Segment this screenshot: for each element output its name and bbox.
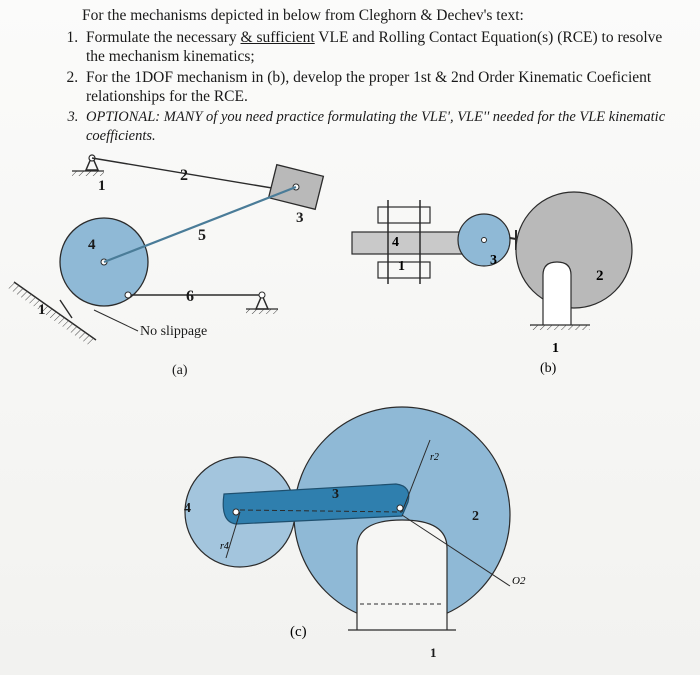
label-b-3: 3 <box>490 253 497 268</box>
ground-pivot-a2 <box>246 291 278 314</box>
label-a-ground: 1 <box>38 302 46 318</box>
coupler-link-3 <box>222 483 410 525</box>
ground-post-b <box>530 261 590 330</box>
label-a-5: 5 <box>198 227 206 244</box>
task-2: For the 1DOF mechanism in (b), develop t… <box>82 68 672 106</box>
assignment-text: For the mechanisms depicted in below fro… <box>62 6 672 148</box>
label-b-ground: 1 <box>552 341 559 356</box>
label-b-1: 1 <box>398 259 405 274</box>
figure-c: 3 4 2 1 r2 r4 O2 (c) <box>184 406 526 660</box>
label-a-2: 2 <box>180 167 188 184</box>
link-2 <box>91 157 297 193</box>
figure-a: 1 2 3 4 5 6 1 No slippage (a) <box>8 154 325 378</box>
label-a-6: 6 <box>186 288 194 305</box>
label-c-ground: 1 <box>430 645 437 660</box>
label-a-1: 1 <box>98 178 106 194</box>
no-slippage-note: No slippage <box>140 324 207 339</box>
inclined-ground <box>8 281 97 346</box>
caption-c: (c) <box>290 624 307 640</box>
disk-2 <box>515 191 633 309</box>
label-r4: r4 <box>220 541 229 552</box>
label-c-3: 3 <box>332 487 339 502</box>
label-b-4: 4 <box>392 235 399 250</box>
caption-b: (b) <box>540 361 557 376</box>
ground-pivot-a1 <box>72 154 104 176</box>
task-1-emphasis: & sufficient <box>240 29 315 46</box>
label-a-4: 4 <box>88 237 96 253</box>
link-5 <box>103 185 297 264</box>
label-b-2: 2 <box>596 268 604 284</box>
slider-guide <box>377 200 431 284</box>
task-1-after: VLE and Rolling Contact Equation(s) (RCE… <box>86 29 663 65</box>
intro-text: For the mechanisms depicted in below fro… <box>82 7 524 24</box>
label-c-2: 2 <box>472 509 479 524</box>
task-list: Formulate the necessary & sufficient VLE… <box>62 28 672 146</box>
task-1-before: Formulate the necessary <box>86 29 241 46</box>
ground-support-c <box>348 519 456 631</box>
label-o2: O2 <box>512 575 526 587</box>
task-3-optional: OPTIONAL: MANY of you need practice form… <box>82 108 672 146</box>
label-c-4: 4 <box>184 501 191 516</box>
label-r2: r2 <box>430 452 439 463</box>
task-1: Formulate the necessary & sufficient VLE… <box>82 28 672 66</box>
caption-a: (a) <box>172 363 188 378</box>
figure-b: 4 1 3 2 1 (b) <box>351 191 633 376</box>
label-a-3: 3 <box>296 210 304 226</box>
